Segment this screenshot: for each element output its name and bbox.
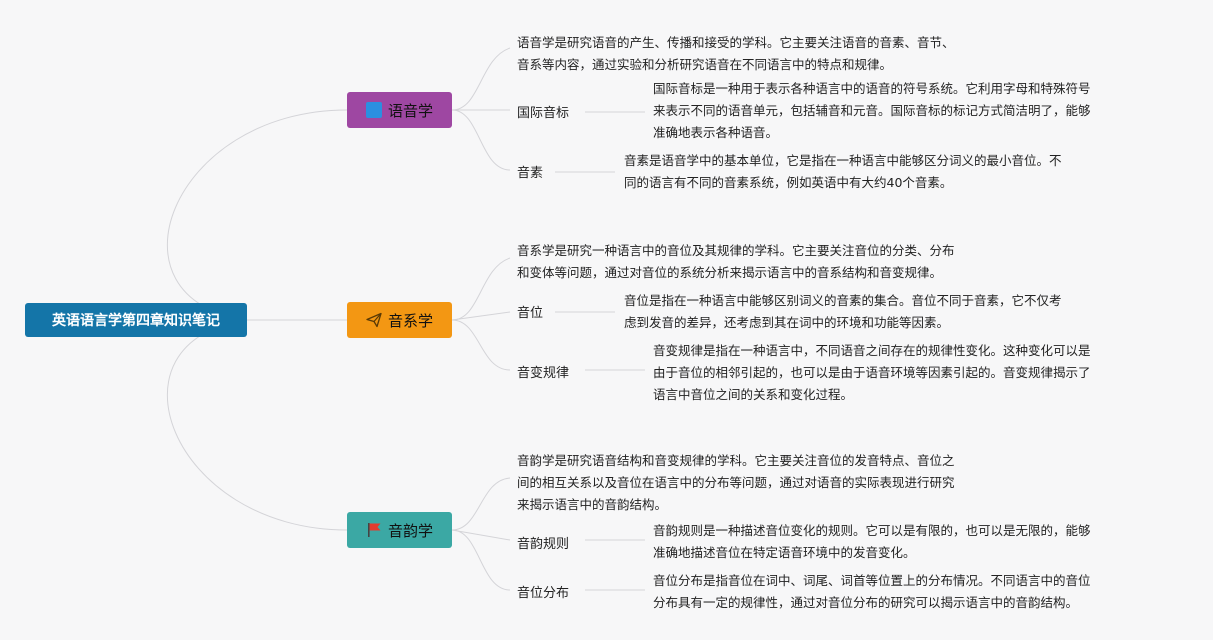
- red-flag-icon: [367, 523, 381, 537]
- detail-line: 虑到发音的差异，还考虑到其在词中的环境和功能等因素。: [624, 315, 950, 330]
- detail-line: 由于音位的相邻引起的，也可以是由于语音环境等因素引起的。音变规律揭示了: [653, 365, 1091, 380]
- detail-line: 音韵规则是一种描述音位变化的规则。它可以是有限的，也可以是无限的，能够: [653, 523, 1091, 538]
- detail-line: 音变规律是指在一种语言中，不同语音之间存在的规律性变化。这种变化可以是: [653, 343, 1091, 358]
- detail-line: 音素是语音学中的基本单位，它是指在一种语言中能够区分词义的最小音位。不: [624, 153, 1062, 168]
- detail-phoneme-distribution: 音位分布是指音位在词中、词尾、词首等位置上的分布情况。不同语言中的音位 分布具有…: [653, 570, 1091, 614]
- summary-line: 音韵学是研究语音结构和音变规律的学科。它主要关注音位的发音特点、音位之: [517, 453, 955, 468]
- detail-line: 语言中音位之间的关系和变化过程。: [653, 387, 854, 402]
- branch-label: 音韵学: [387, 521, 433, 540]
- branch-label: 语音学: [387, 101, 433, 120]
- node-sound-change[interactable]: 音变规律: [517, 366, 570, 381]
- detail-line: 准确地描述音位在特定语音环境中的发音变化。: [653, 545, 916, 560]
- root-topic-label: 英语语言学第四章知识笔记: [52, 313, 220, 329]
- paper-plane-icon: [366, 312, 382, 328]
- detail-sound-change: 音变规律是指在一种语言中，不同语音之间存在的规律性变化。这种变化可以是 由于音位…: [653, 340, 1091, 406]
- detail-line: 来表示不同的语音单元，包括辅音和元音。国际音标的标记方式简洁明了，能够: [653, 103, 1091, 118]
- summary-line: 间的相互关系以及音位在语言中的分布等问题，通过对语音的实际表现进行研究: [517, 475, 955, 490]
- branch-phonetics[interactable]: 语音学: [347, 92, 452, 128]
- detail-line: 国际音标是一种用于表示各种语言中的语音的符号系统。它利用字母和特殊符号: [653, 81, 1091, 96]
- node-phonological-rules[interactable]: 音韵规则: [517, 537, 570, 552]
- blue-square-icon: [365, 102, 382, 118]
- branch-label: 音系学: [387, 311, 433, 330]
- detail-line: 准确地表示各种语音。: [653, 125, 779, 140]
- branch-phonology[interactable]: 音系学: [347, 302, 452, 338]
- detail-line: 音位分布是指音位在词中、词尾、词首等位置上的分布情况。不同语言中的音位: [653, 573, 1091, 588]
- summary-line: 来揭示语言中的音韵结构。: [517, 497, 668, 512]
- summary-line: 和变体等问题，通过对音位的系统分析来揭示语言中的音系结构和音变规律。: [517, 265, 943, 280]
- node-ipa[interactable]: 国际音标: [517, 106, 570, 121]
- detail-line: 同的语言有不同的音素系统，例如英语中有大约40个音素。: [624, 175, 953, 190]
- detail-line: 音位是指在一种语言中能够区别词义的音素的集合。音位不同于音素，它不仅考: [624, 293, 1062, 308]
- root-topic[interactable]: 英语语言学第四章知识笔记: [25, 303, 247, 337]
- detail-line: 分布具有一定的规律性，通过对音位分布的研究可以揭示语言中的音韵结构。: [653, 595, 1079, 610]
- summary-line: 音系学是研究一种语言中的音位及其规律的学科。它主要关注音位的分类、分布: [517, 243, 955, 258]
- detail-ipa: 国际音标是一种用于表示各种语言中的语音的符号系统。它利用字母和特殊符号 来表示不…: [653, 78, 1091, 144]
- summary-phonetics: 语音学是研究语音的产生、传播和接受的学科。它主要关注语音的音素、音节、 音系等内…: [517, 32, 955, 76]
- node-phoneme-unit[interactable]: 音位: [517, 306, 544, 321]
- summary-line: 音系等内容，通过实验和分析研究语音在不同语言中的特点和规律。: [517, 57, 893, 72]
- node-phoneme-distribution[interactable]: 音位分布: [517, 586, 570, 601]
- summary-phonology: 音系学是研究一种语言中的音位及其规律的学科。它主要关注音位的分类、分布 和变体等…: [517, 240, 955, 284]
- branch-phonemics[interactable]: 音韵学: [347, 512, 452, 548]
- summary-line: 语音学是研究语音的产生、传播和接受的学科。它主要关注语音的音素、音节、: [517, 35, 955, 50]
- node-phoneme[interactable]: 音素: [517, 166, 544, 181]
- detail-phonological-rules: 音韵规则是一种描述音位变化的规则。它可以是有限的，也可以是无限的，能够 准确地描…: [653, 520, 1091, 564]
- summary-phonemics: 音韵学是研究语音结构和音变规律的学科。它主要关注音位的发音特点、音位之 间的相互…: [517, 450, 955, 516]
- detail-phoneme: 音素是语音学中的基本单位，它是指在一种语言中能够区分词义的最小音位。不 同的语言…: [624, 150, 1062, 194]
- detail-phoneme-unit: 音位是指在一种语言中能够区别词义的音素的集合。音位不同于音素，它不仅考 虑到发音…: [624, 290, 1062, 334]
